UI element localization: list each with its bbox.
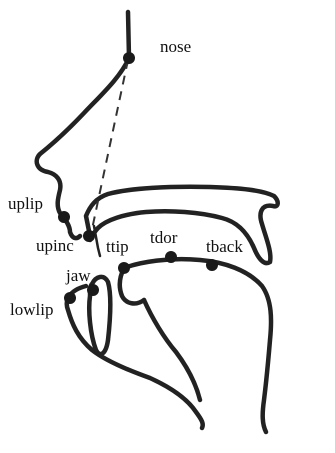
jaw-label: jaw	[65, 266, 91, 285]
jaw-floor-outline	[144, 300, 200, 400]
tdor-label: tdor	[150, 228, 178, 247]
uplip-marker	[58, 211, 70, 223]
lowlip-marker	[64, 292, 76, 304]
tback-marker	[206, 259, 218, 271]
ttip-marker	[118, 262, 130, 274]
upinc-label: upinc	[36, 236, 74, 255]
tback-label: tback	[206, 237, 243, 256]
lowlip-label: lowlip	[10, 300, 53, 319]
nose-label: nose	[160, 37, 191, 56]
tdor-marker	[165, 251, 177, 263]
upinc-marker	[83, 230, 95, 242]
jaw-marker	[87, 284, 99, 296]
ttip-label: ttip	[106, 237, 129, 256]
uplip-label: uplip	[8, 194, 43, 213]
nose-marker	[123, 52, 135, 64]
tongue-outline	[124, 259, 271, 432]
